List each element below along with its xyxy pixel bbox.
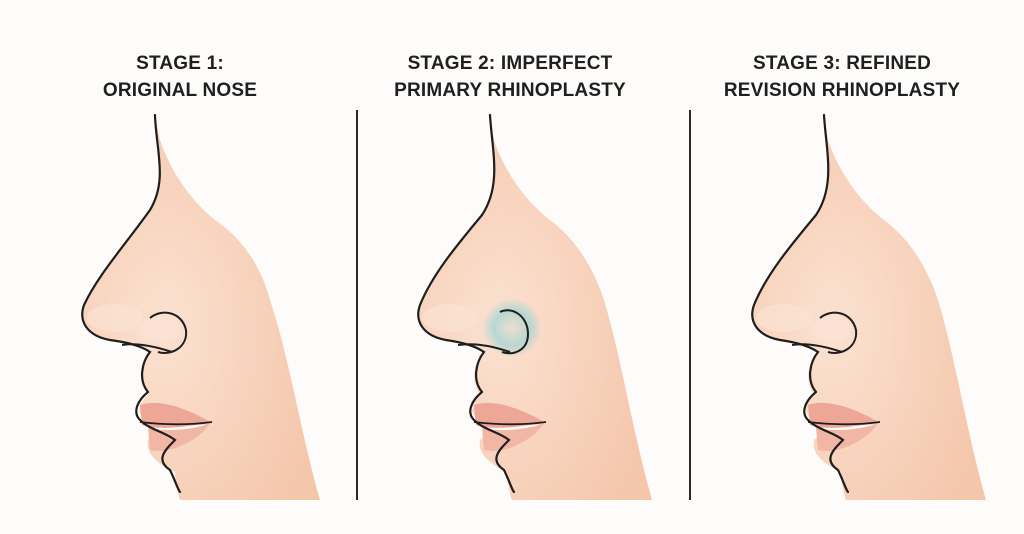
stage-2-title-line2: PRIMARY RHINOPLASTY — [394, 80, 626, 101]
face-profile-outline — [81, 113, 182, 494]
face-profile-refined — [751, 113, 986, 500]
nostril-swelling-highlight — [482, 298, 542, 358]
face-profile-original — [81, 113, 320, 500]
face-profile-outline — [751, 113, 850, 494]
mouth-line — [139, 421, 213, 426]
nostril-outline — [499, 309, 530, 355]
mouth-line — [807, 421, 881, 426]
stage-1-title-line2: ORIGINAL NOSE — [102, 80, 258, 101]
face-profile-imperfect — [417, 113, 652, 500]
lip-lower — [482, 423, 544, 451]
face-skin-fill — [418, 115, 652, 500]
lip-lower — [816, 423, 878, 451]
stage-3-title: STAGE 3: REFINED REVISION RHINOPLASTY — [677, 50, 1007, 104]
stage-2-title-line1: STAGE 2: IMPERFECT — [407, 53, 613, 74]
nostril-outline — [819, 311, 858, 354]
lip-lower — [148, 423, 210, 451]
nose-tip-highlight — [422, 304, 478, 332]
stage-3-title-line1: STAGE 3: REFINED — [752, 53, 932, 74]
nostril-base-line — [791, 343, 843, 353]
nose-tip-highlight — [87, 304, 143, 332]
nostril-base-line — [457, 343, 511, 353]
stage-divider — [356, 110, 358, 500]
stage-3-title-line2: REVISION RHINOPLASTY — [723, 80, 961, 101]
lip-upper — [808, 402, 878, 428]
lip-upper — [140, 402, 210, 428]
stage-divider — [689, 110, 691, 500]
stage-2-title: STAGE 2: IMPERFECT PRIMARY RHINOPLASTY — [345, 50, 675, 104]
stage-1-title: STAGE 1: ORIGINAL NOSE — [15, 50, 345, 104]
lip-upper — [474, 402, 544, 428]
nostril-outline — [149, 311, 188, 354]
nostril-base-line — [121, 343, 173, 353]
stage-1-title-line1: STAGE 1: — [136, 53, 224, 74]
face-skin-fill — [752, 115, 986, 500]
nostril-wing-highlight — [808, 318, 852, 342]
nostril-wing-highlight — [138, 318, 182, 342]
face-profile-outline — [417, 113, 516, 494]
mouth-line — [473, 421, 547, 426]
nose-tip-highlight — [756, 304, 812, 332]
face-skin-fill — [82, 115, 320, 500]
